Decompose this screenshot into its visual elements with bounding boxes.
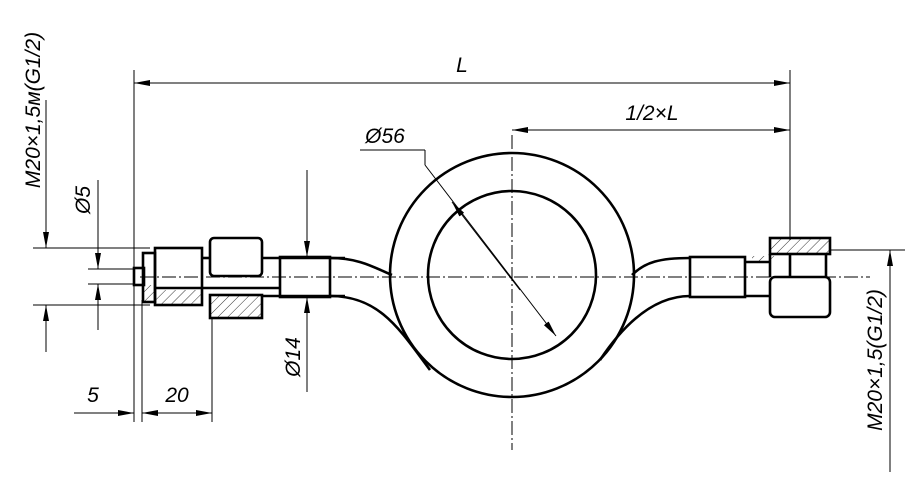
bore-diameter-label: Ø5 — [72, 186, 95, 215]
dimension-pipe-diameter: Ø14 — [282, 170, 310, 392]
dimension-5-20: 5 20 — [74, 300, 213, 422]
pipe-diameter-label: Ø14 — [282, 337, 305, 378]
dim-20-label: 20 — [164, 384, 189, 407]
dimension-L-label: L — [456, 54, 468, 77]
right-thread-label: M20×1,5(G1/2) — [864, 289, 887, 431]
right-fitting — [688, 236, 832, 319]
dimension-right-thread: M20×1,5(G1/2) — [830, 249, 905, 472]
left-fitting — [132, 236, 345, 320]
dimension-half-L: 1/2×L — [512, 102, 790, 133]
dimension-bore: Ø5 — [72, 180, 134, 330]
dimension-ring-diameter: Ø56 — [360, 125, 557, 337]
dim-5-label: 5 — [87, 384, 99, 407]
dimension-left-thread: M20×1,5м(G1/2) — [22, 32, 150, 352]
ring-diameter-label: Ø56 — [364, 125, 405, 148]
left-thread-label: M20×1,5м(G1/2) — [22, 32, 45, 188]
pipe-body — [329, 256, 691, 371]
dimension-half-L-label: 1/2×L — [625, 102, 678, 125]
dimension-L: L — [133, 54, 791, 422]
